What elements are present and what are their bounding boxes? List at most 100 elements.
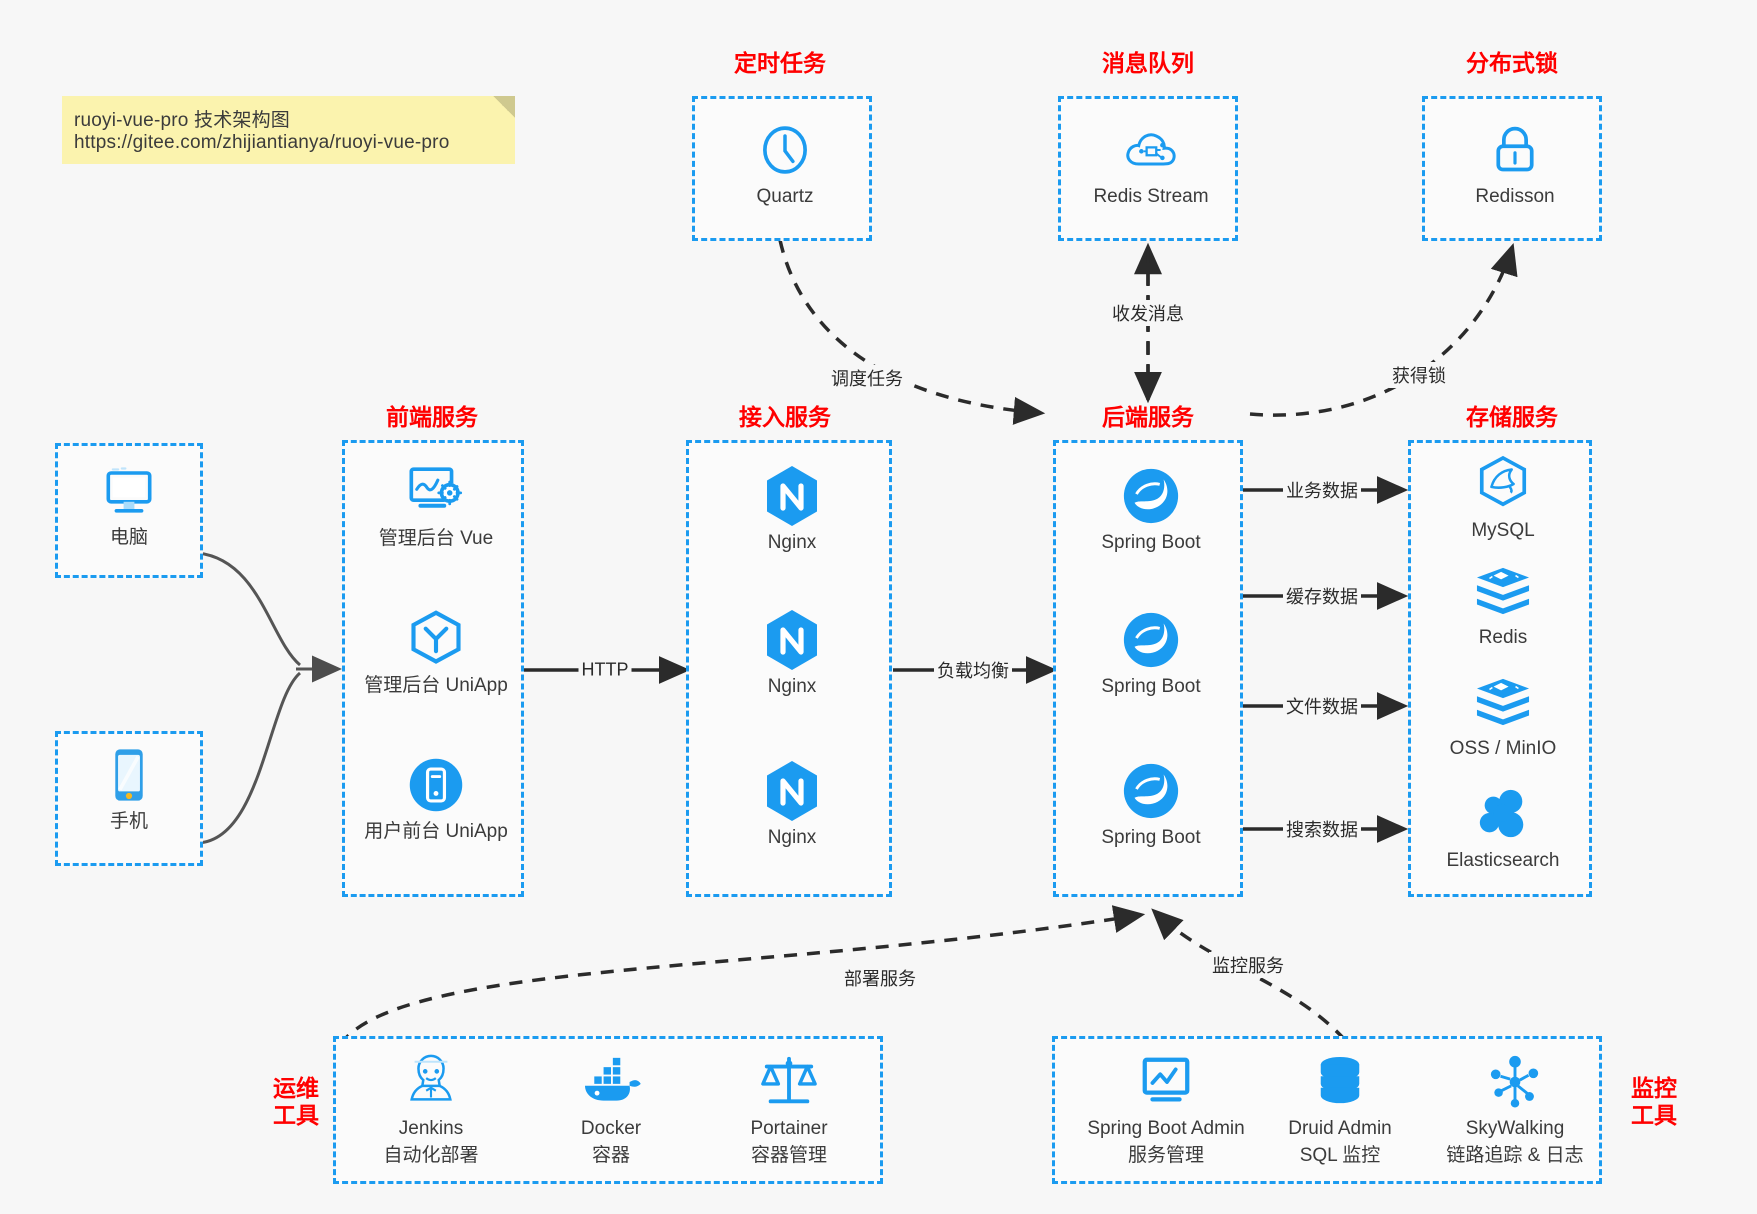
node-nginx-3[interactable]: Nginx [717,760,867,849]
node-label: 用户前台 UniApp [364,821,508,842]
group-client-mobile: 手机 [55,731,203,866]
node-spring-boot-3[interactable]: Spring Boot [1076,760,1226,849]
spring-boot-icon [1076,465,1226,527]
group-scheduled-tasks: Quartz [692,96,872,241]
clock-icon [710,119,860,181]
node-jenkins[interactable]: Jenkins 自动化部署 [356,1051,506,1167]
nginx-icon [717,465,867,527]
app-icon [361,754,511,816]
node-oss-minio[interactable]: OSS / MinIO [1428,671,1578,760]
edge-quartz-to-backend [778,239,1046,425]
edge-mobile-to-frontend [197,671,302,845]
caption-backend: 后端服务 [1102,404,1194,430]
lock-icon [1440,119,1590,181]
node-portainer[interactable]: Portainer 容器管理 [714,1051,864,1167]
spring-boot-icon [1076,609,1226,671]
node-label: 手机 [109,811,148,832]
node-spring-boot-admin[interactable]: Spring Boot Admin 服务管理 [1071,1051,1261,1167]
node-mysql[interactable]: MySQL [1428,453,1578,542]
group-storage: MySQL Redis OSS / MinIO Elasticsearch [1408,440,1592,897]
node-quartz[interactable]: Quartz [710,119,860,208]
elasticsearch-icon [1428,783,1578,845]
caption-distributed-lock: 分布式锁 [1466,50,1558,76]
node-label: Redisson [1475,186,1555,207]
node-label: 管理后台 UniApp [364,675,508,696]
node-label: Elasticsearch [1446,850,1560,871]
oss-icon [1428,671,1578,733]
node-label: Druid Admin [1288,1118,1392,1139]
docker-icon [536,1051,686,1113]
nginx-icon [717,609,867,671]
edge-label-load-balance: 负载均衡 [934,657,1012,683]
edge-devops-to-backend [338,905,1146,1047]
caption-message-queue: 消息队列 [1102,50,1194,76]
monitor-screen-icon [1071,1051,1261,1113]
group-distributed-lock: Redisson [1422,96,1602,241]
node-label: Spring Boot Admin [1087,1118,1245,1139]
node-sublabel: 容器管理 [750,1145,827,1167]
node-redis[interactable]: Redis [1428,560,1578,649]
edge-label-acquire-lock: 获得锁 [1389,362,1449,388]
note-fold-corner [493,96,515,118]
caption-line-1: 监控 [1631,1075,1677,1101]
node-label: Quartz [756,186,814,207]
mysql-icon [1428,453,1578,515]
caption-line-2: 工具 [273,1102,319,1129]
node-label: Nginx [767,532,817,553]
edge-desktop-to-frontend [197,551,301,667]
caption-gateway: 接入服务 [739,404,831,430]
edge-label-send-receive-message: 收发消息 [1109,300,1187,326]
caption-frontend: 前端服务 [386,404,478,430]
node-user-uniapp[interactable]: 用户前台 UniApp [361,754,511,843]
node-spring-boot-2[interactable]: Spring Boot [1076,609,1226,698]
node-nginx-2[interactable]: Nginx [717,609,867,698]
node-label: 电脑 [109,527,148,548]
node-label: Docker [580,1118,642,1139]
node-elasticsearch[interactable]: Elasticsearch [1428,783,1578,872]
node-admin-vue[interactable]: 管理后台 Vue [361,461,511,550]
group-frontend: 管理后台 Vue 管理后台 UniApp 用户前台 UniApp [342,440,524,897]
group-devops-tools: Jenkins 自动化部署 Docker 容器 Portainer 容器管理 [333,1036,883,1184]
node-docker[interactable]: Docker 容器 [536,1051,686,1167]
edge-label-schedule-task: 调度任务 [828,365,906,391]
mobile-icon [54,744,204,806]
node-spring-boot-1[interactable]: Spring Boot [1076,465,1226,554]
node-sublabel: 链路追踪 & 日志 [1446,1145,1584,1167]
node-skywalking[interactable]: SkyWalking 链路追踪 & 日志 [1425,1051,1605,1167]
note-url: https://gitee.com/zhijiantianya/ruoyi-vu… [74,132,450,153]
skywalking-icon [1425,1051,1605,1113]
caption-line-1: 运维 [273,1075,319,1101]
desktop-icon [54,460,204,522]
node-redisson[interactable]: Redisson [1440,119,1590,208]
title-sticky-note: ruoyi-vue-pro 技术架构图 https://gitee.com/zh… [62,96,515,164]
node-mobile[interactable]: 手机 [54,744,204,833]
uniapp-icon [361,608,511,670]
caption-line-2: 工具 [1631,1102,1677,1129]
group-gateway: Nginx Nginx Nginx [686,440,892,897]
spring-boot-icon [1076,760,1226,822]
admin-vue-icon [361,461,511,523]
node-label: Spring Boot [1101,676,1201,697]
edge-label-deploy-service: 部署服务 [841,965,919,991]
node-desktop[interactable]: 电脑 [54,460,204,549]
node-label: Redis Stream [1093,186,1209,207]
database-icon [1255,1051,1425,1113]
node-redis-stream[interactable]: Redis Stream [1076,119,1226,208]
redis-icon [1428,560,1578,622]
edge-label-business-data: 业务数据 [1283,477,1361,503]
node-label: Spring Boot [1101,532,1201,553]
node-admin-uniapp[interactable]: 管理后台 UniApp [361,608,511,697]
node-label: Spring Boot [1101,827,1201,848]
node-sublabel: 服务管理 [1127,1145,1204,1167]
node-druid-admin[interactable]: Druid Admin SQL 监控 [1255,1051,1425,1167]
node-label: Jenkins [398,1118,464,1139]
group-monitor-tools: Spring Boot Admin 服务管理 Druid Admin SQL 监… [1052,1036,1602,1184]
node-label: MySQL [1471,520,1535,541]
cloud-stream-icon [1076,119,1226,181]
node-nginx-1[interactable]: Nginx [717,465,867,554]
edge-label-search-data: 搜索数据 [1283,816,1361,842]
node-label: Redis [1478,627,1528,648]
caption-monitor-tools: 监控 工具 [1616,1075,1692,1129]
edge-label-cache-data: 缓存数据 [1283,583,1361,609]
